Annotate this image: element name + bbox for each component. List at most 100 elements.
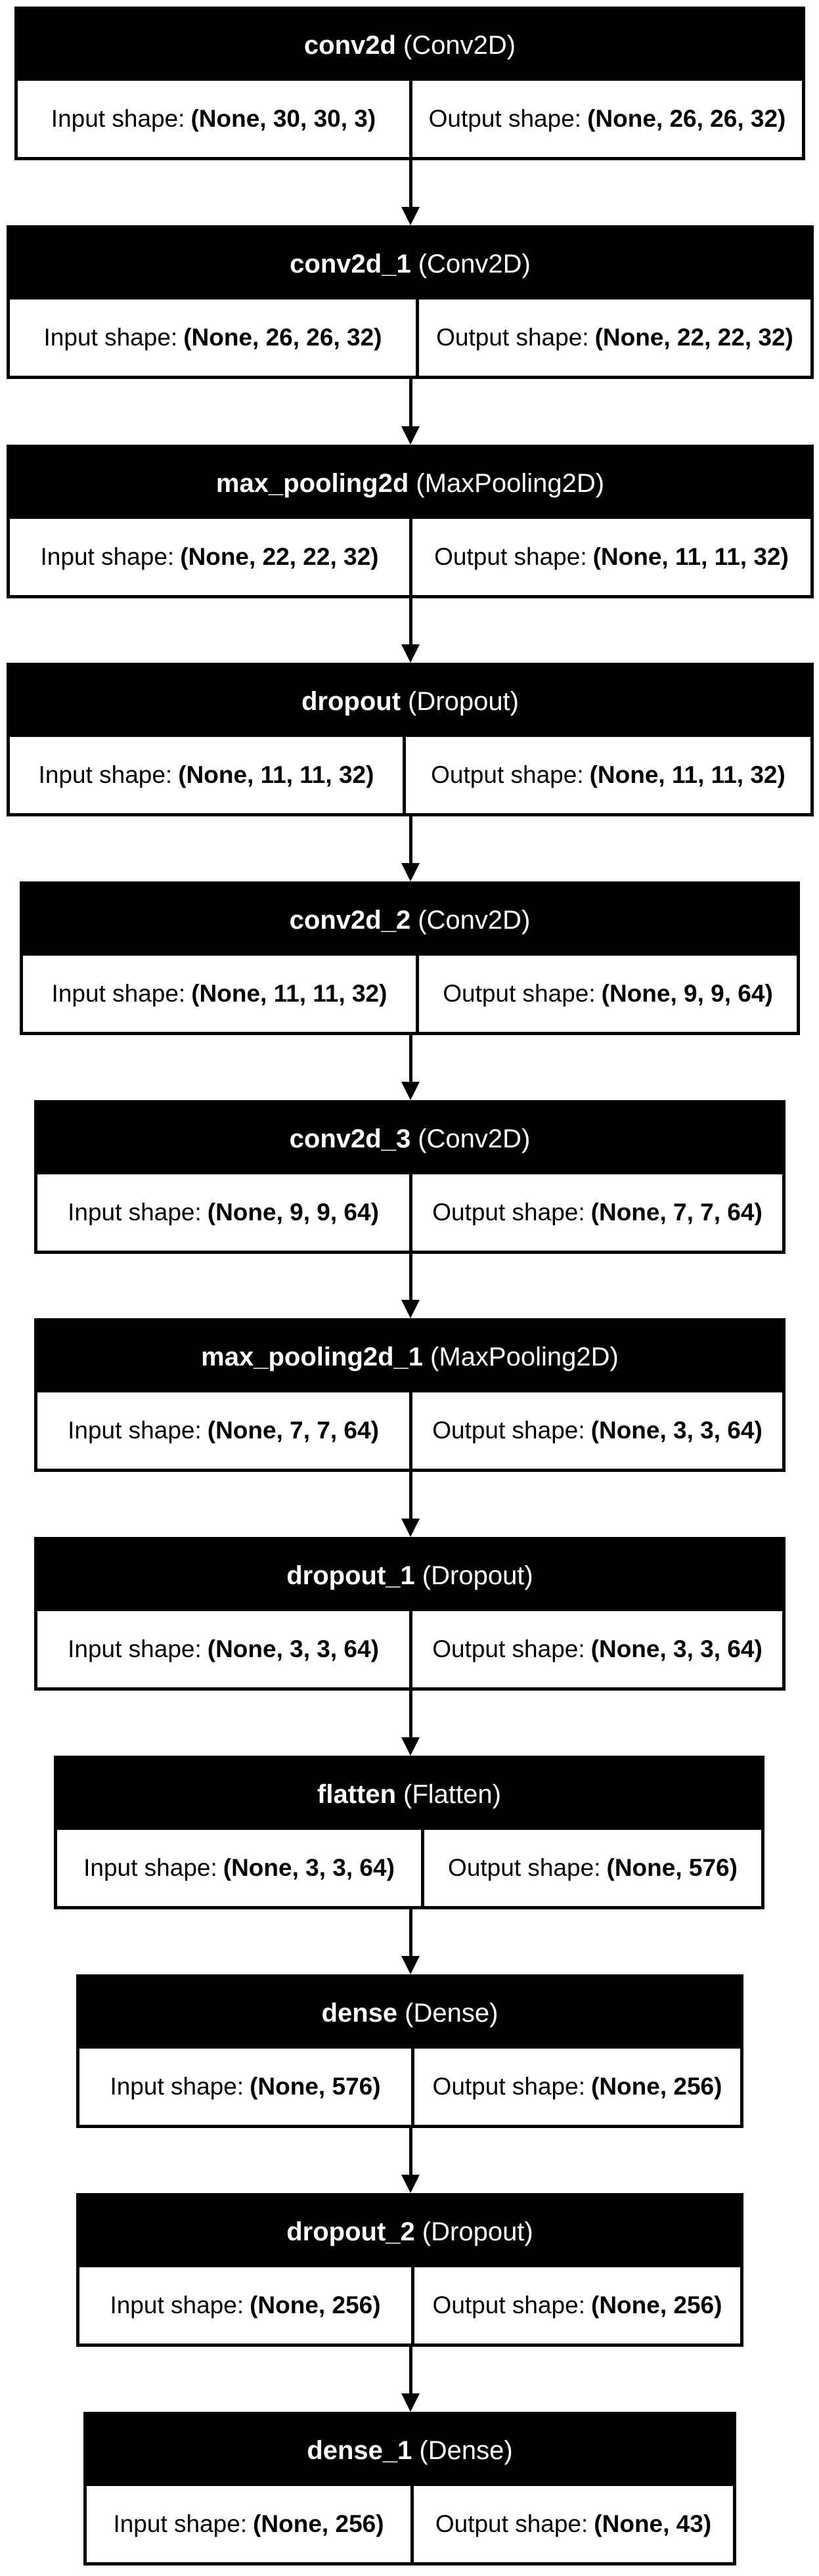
layer-node: dropout(Dropout)Input shape:(None, 11, 1… (7, 663, 814, 816)
layer-header: max_pooling2d_1(MaxPooling2D) (37, 1321, 782, 1392)
input-shape-cell: Input shape:(None, 3, 3, 64) (57, 1830, 424, 1906)
output-shape-label: Output shape: (428, 105, 582, 132)
output-shape-cell: Output shape:(None, 11, 11, 32) (412, 519, 810, 595)
input-shape-cell: Input shape:(None, 9, 9, 64) (37, 1174, 412, 1251)
output-shape-cell: Output shape:(None, 3, 3, 64) (412, 1611, 782, 1687)
layer-shapes: Input shape:(None, 256)Output shape:(Non… (79, 2267, 740, 2343)
layer-type: (Dense) (419, 2435, 513, 2465)
output-shape-value: (None, 43) (594, 2510, 712, 2537)
layer-node: conv2d_3(Conv2D)Input shape:(None, 9, 9,… (34, 1100, 786, 1254)
input-shape-value: (None, 7, 7, 64) (207, 1417, 379, 1444)
connector-line (409, 2347, 412, 2395)
output-shape-cell: Output shape:(None, 43) (414, 2486, 733, 2562)
layer-header: dense(Dense) (79, 1978, 740, 2049)
output-shape-cell: Output shape:(None, 7, 7, 64) (412, 1174, 782, 1251)
input-shape-value: (None, 30, 30, 3) (190, 105, 376, 132)
input-shape-value: (None, 256) (253, 2510, 384, 2537)
input-shape-value: (None, 3, 3, 64) (223, 1854, 395, 1881)
output-shape-value: (None, 26, 26, 32) (587, 105, 786, 132)
output-shape-label: Output shape: (435, 2510, 588, 2537)
output-shape-cell: Output shape:(None, 3, 3, 64) (412, 1392, 782, 1469)
input-shape-label: Input shape: (110, 2073, 244, 2100)
input-shape-label: Input shape: (40, 543, 175, 570)
input-shape-label: Input shape: (68, 1199, 202, 1226)
layer-node: dense(Dense) Input shape:(None, 576) Outpu… (76, 1974, 743, 2128)
layer-name: dropout_1 (286, 1561, 415, 1590)
arrowhead-icon (401, 2393, 420, 2412)
output-shape-label: Output shape: (432, 1635, 585, 1662)
arrowhead-icon (401, 1519, 420, 1537)
layer-node: flatten(Flatten)Input shape:(None, 3, 3,… (54, 1756, 764, 1909)
output-shape-value: (None, 256) (591, 2073, 722, 2100)
input-shape-cell: Input shape:(None, 7, 7, 64) (37, 1392, 412, 1469)
layer-name: dropout (301, 686, 401, 716)
input-shape-value: (None, 576) (250, 2073, 381, 2100)
output-shape-label: Output shape: (432, 2073, 585, 2100)
output-shape-value: (None, 256) (591, 2292, 722, 2319)
output-shape-label: Output shape: (443, 980, 596, 1007)
input-shape-cell: Input shape:(None, 11, 11, 32) (10, 737, 406, 813)
layer-type: (MaxPooling2D) (416, 468, 605, 498)
layer-type: (Dropout) (422, 1561, 533, 1590)
connector-line (409, 598, 412, 646)
layer-shapes: Input shape:(None, 11, 11, 32)Output sha… (23, 956, 797, 1032)
input-shape-cell: Input shape:(None, 256) (79, 2267, 414, 2343)
input-shape-value: (None, 3, 3, 64) (207, 1635, 379, 1662)
input-shape-label: Input shape: (68, 1417, 202, 1444)
layer-shapes: Input shape:(None, 11, 11, 32) Output sha… (10, 737, 810, 813)
connector-line (409, 816, 412, 864)
layer-name: conv2d_2 (289, 905, 411, 935)
output-shape-label: Output shape: (432, 1417, 585, 1444)
output-shape-value: (None, 11, 11, 32) (592, 543, 789, 570)
layer-shapes: Input shape:(None, 22, 22, 32)Output sha… (10, 519, 810, 595)
layer-type: (Conv2D) (418, 905, 531, 935)
layer-name: dense (321, 1998, 398, 2028)
layer-header: conv2d_3(Conv2D) (37, 1103, 782, 1174)
connector-line (409, 379, 412, 428)
connector-line (409, 160, 412, 208)
connector-line (409, 1254, 412, 1301)
layer-node: dropout_1(Dropout)Input shape:(None, 3, … (34, 1537, 786, 1691)
layer-node: conv2d_2(Conv2D)Input shape:(None, 11, 1… (20, 881, 800, 1035)
layer-type: (Conv2D) (403, 30, 516, 60)
layer-name: conv2d (303, 30, 396, 60)
output-shape-label: Output shape: (448, 1854, 601, 1881)
output-shape-value: (None, 3, 3, 64) (590, 1635, 763, 1662)
input-shape-label: Input shape: (68, 1635, 202, 1662)
layer-node: dense_1(Dense)Input shape:(None, 256)Out… (83, 2412, 736, 2565)
layer-shapes: Input shape:(None, 30, 30, 3) Output shap… (18, 81, 802, 157)
layer-node: dropout_2(Dropout)Input shape:(None, 256… (76, 2193, 743, 2347)
arrowhead-icon (401, 1300, 420, 1318)
input-shape-label: Input shape: (38, 761, 173, 788)
output-shape-cell: Output shape:(None, 256) (414, 2267, 740, 2343)
layer-name: dropout_2 (286, 2217, 415, 2246)
input-shape-label: Input shape: (43, 324, 178, 351)
layer-header: dropout(Dropout) (10, 666, 810, 737)
input-shape-label: Input shape: (51, 105, 185, 132)
layer-name: max_pooling2d_1 (201, 1342, 424, 1371)
connector-line (409, 1035, 412, 1083)
input-shape-value: (None, 22, 22, 32) (180, 543, 379, 570)
layer-type: (Dropout) (408, 686, 519, 716)
arrowhead-icon (401, 644, 420, 663)
arrowhead-icon (401, 1082, 420, 1100)
layer-header: conv2d(Conv2D) (18, 10, 802, 81)
layer-header: conv2d_2(Conv2D) (23, 885, 797, 956)
layer-name: max_pooling2d (215, 468, 409, 498)
layer-shapes: Input shape:(None, 3, 3, 64)Output shape… (37, 1611, 782, 1687)
input-shape-cell: Input shape:(None, 26, 26, 32) (10, 300, 419, 376)
layer-type: (Conv2D) (418, 249, 531, 278)
output-shape-label: Output shape: (434, 543, 587, 570)
arrowhead-icon (401, 2175, 420, 2193)
layer-name: flatten (317, 1779, 397, 1809)
output-shape-label: Output shape: (431, 761, 584, 788)
arrowhead-icon (401, 426, 420, 445)
input-shape-cell: Input shape:(None, 22, 22, 32) (10, 519, 412, 595)
layer-shapes: Input shape:(None, 256)Output shape:(Non… (87, 2486, 733, 2562)
output-shape-value: (None, 9, 9, 64) (601, 980, 773, 1007)
output-shape-cell: Output shape:(None, 256) (414, 2049, 740, 2125)
layer-shapes: Input shape:(None, 576) Output shape:(Non… (79, 2049, 740, 2125)
layer-shapes: Input shape:(None, 26, 26, 32)Output sha… (10, 300, 810, 376)
layer-shapes: Input shape:(None, 3, 3, 64) Output shape… (57, 1830, 761, 1906)
